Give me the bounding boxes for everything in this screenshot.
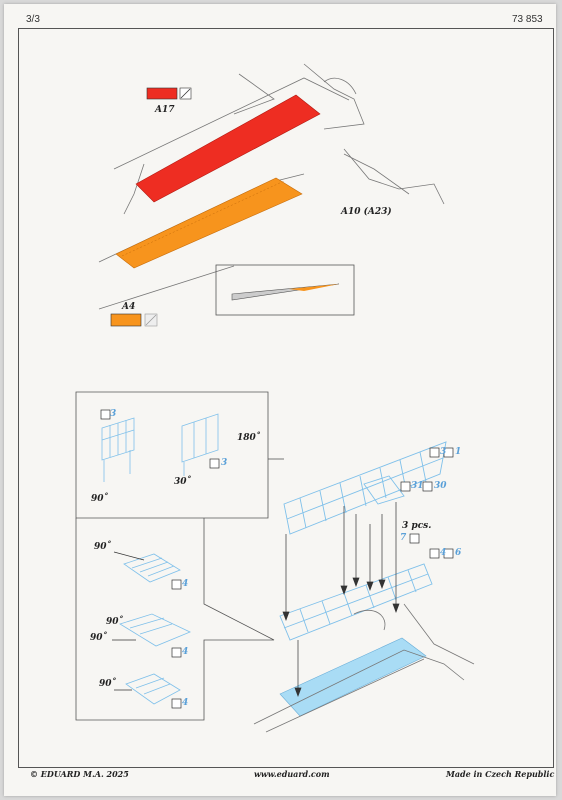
part-label-a10: A10 (A23) <box>341 207 392 217</box>
blue-frame-parts <box>101 413 219 705</box>
a17-red-strip <box>135 94 321 203</box>
step-number: 1 <box>455 447 462 457</box>
angle-label: 90˚ <box>94 542 112 552</box>
product-code: 73 853 <box>512 14 543 25</box>
step-number: 3 <box>440 447 447 457</box>
step-number: 4 <box>182 579 189 589</box>
step-number: 31 <box>411 481 424 491</box>
step-number: 3 <box>110 409 117 419</box>
angle-label: 180˚ <box>237 433 261 443</box>
part-label-a4: A4 <box>122 302 136 312</box>
part-label-a17: A17 <box>155 105 175 115</box>
angle-label: 30˚ <box>174 477 192 487</box>
website-link: www.eduard.com <box>254 769 330 779</box>
copyright-text: © EDUARD M.A. 2025 <box>30 769 129 779</box>
angle-label: 90˚ <box>90 633 108 643</box>
angle-label: 90˚ <box>106 617 124 627</box>
profile-inset <box>215 264 355 316</box>
lower-inset-box <box>75 518 275 721</box>
step-number: 4 <box>182 698 189 708</box>
step-number: 3 <box>221 458 228 468</box>
a4-orange-strip <box>115 177 303 269</box>
quantity-label: 3 pcs. <box>402 521 432 531</box>
angle-label: 90˚ <box>99 679 117 689</box>
step-number: 4 <box>440 548 447 558</box>
upper-inset-box <box>75 391 269 519</box>
step-number: 7 <box>400 533 407 543</box>
instruction-sheet: 3/3 73 853 A17 A10 (A23) A4 3 180˚ 3 30˚… <box>4 4 556 796</box>
page-frame <box>18 28 554 768</box>
page-number: 3/3 <box>26 14 40 25</box>
a17-swatch <box>146 87 178 100</box>
blue-grid-assembly <box>279 441 447 641</box>
a4-swatch <box>110 313 142 327</box>
angle-label: 90˚ <box>91 494 109 504</box>
step-number: 6 <box>455 548 462 558</box>
assembly-drawing <box>75 63 475 733</box>
step-number: 30 <box>434 481 447 491</box>
made-in-text: Made in Czech Republic <box>446 769 555 779</box>
step-number: 4 <box>182 647 189 657</box>
